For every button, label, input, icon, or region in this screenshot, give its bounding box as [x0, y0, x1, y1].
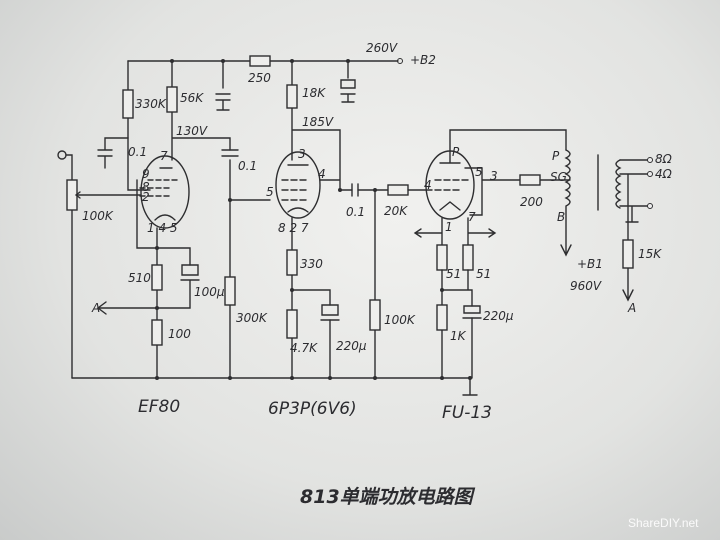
- resistor-100: [151, 319, 163, 346]
- pin-label: 2: [142, 190, 150, 204]
- label-220u-a: 220μ: [336, 339, 367, 353]
- diagram-title: 813单端功放电路图: [300, 486, 476, 508]
- 6p3p-stage: [229, 60, 409, 379]
- b1-label: +B1: [577, 257, 603, 271]
- pin-label: 3: [490, 169, 498, 183]
- resistor-20k: [387, 184, 409, 196]
- tube-label-6p3p: 6P3P(6V6): [268, 399, 357, 419]
- resistor-300k: [224, 276, 236, 306]
- label-1k: 1K: [450, 329, 467, 343]
- label-c01-a: 0.1: [128, 145, 147, 159]
- output-transformer-secondary: [615, 159, 622, 209]
- ef80-tube: [140, 155, 190, 229]
- label-100u: 100μ: [194, 285, 225, 299]
- resistor-1k: [436, 304, 448, 331]
- tube-label-ef80: EF80: [138, 397, 180, 417]
- output-8ohm-terminal: [647, 157, 653, 163]
- resistor-250: [249, 55, 271, 67]
- pin-label: 1 4 5: [147, 221, 178, 235]
- resistor-51-b: [462, 244, 474, 271]
- tube-label-fu13: FU-13: [442, 403, 492, 423]
- output-transformer-primary: [560, 149, 572, 257]
- top-rail: [127, 55, 403, 67]
- label-300k: 300K: [236, 311, 268, 325]
- label-51-a: 51: [446, 267, 461, 281]
- pin-label: 9: [142, 167, 150, 181]
- ef80-stage: [57, 60, 239, 379]
- label-100: 100: [168, 327, 191, 341]
- transformer-p-label: P: [552, 149, 560, 163]
- label-c01-b: 0.1: [238, 159, 257, 173]
- output-4ohm-terminal: [647, 171, 653, 177]
- supply-voltage: 260V: [366, 41, 398, 55]
- label-15k: 15K: [638, 247, 662, 261]
- resistor-100k: [369, 299, 381, 331]
- pin-label: 4: [318, 167, 326, 181]
- label-330k: 330K: [135, 97, 167, 111]
- transformer-b-label: B: [557, 210, 565, 224]
- resistor-15k: [622, 239, 634, 269]
- label-330: 330: [300, 257, 323, 271]
- label-56k: 56K: [180, 91, 204, 105]
- b2-label: +B2: [410, 53, 436, 67]
- pin-label: 5: [475, 165, 483, 179]
- resistor-330k: [122, 89, 134, 119]
- label-4k7: 4.7K: [290, 341, 318, 355]
- label-51-b: 51: [476, 267, 491, 281]
- pin-label: P: [452, 145, 460, 159]
- input-terminal: [57, 150, 67, 160]
- label-100k: 100K: [384, 313, 416, 327]
- b1-voltage: 960V: [570, 279, 602, 293]
- b2-terminal: [397, 58, 403, 64]
- resistor-4k7: [286, 309, 298, 339]
- pin-label: 3: [298, 147, 306, 161]
- fu13-stage: [407, 129, 653, 396]
- label-200: 200: [520, 195, 543, 209]
- label-c01-c: 0.1: [346, 205, 365, 219]
- resistor-18k: [286, 84, 298, 109]
- label-20k: 20K: [384, 204, 408, 218]
- label-510: 510: [128, 271, 151, 285]
- label-185v: 185V: [302, 115, 334, 129]
- resistor-510: [151, 264, 163, 291]
- output-ground-terminal: [647, 203, 653, 209]
- label-250: 250: [248, 71, 271, 85]
- pin-label: 7: [160, 149, 168, 163]
- resistor-200: [519, 174, 541, 186]
- pin-label: 4: [424, 178, 432, 192]
- pin-label: 8 2 7: [278, 221, 309, 235]
- label-pot-100k: 100K: [82, 209, 114, 223]
- watermark: ShareDIY.net: [628, 516, 699, 530]
- tap-4ohm-label: 4Ω: [655, 167, 673, 181]
- resistor-56k: [166, 86, 178, 113]
- label-220u-b: 220μ: [483, 309, 514, 323]
- tap-8ohm-label: 8Ω: [655, 152, 673, 166]
- label-18k: 18K: [302, 86, 326, 100]
- resistor-330: [286, 249, 298, 276]
- pin-label: 8: [142, 180, 150, 194]
- feedback-label-a-right: A: [627, 301, 636, 315]
- pin-label: 7: [468, 210, 476, 224]
- label-130v: 130V: [176, 124, 208, 138]
- 6p3p-tube: [275, 151, 321, 219]
- pin-label: 5: [266, 185, 274, 199]
- transformer-sg-label: SG: [550, 170, 567, 184]
- feedback-label-a: A: [91, 301, 100, 315]
- pin-label: 1: [445, 220, 453, 234]
